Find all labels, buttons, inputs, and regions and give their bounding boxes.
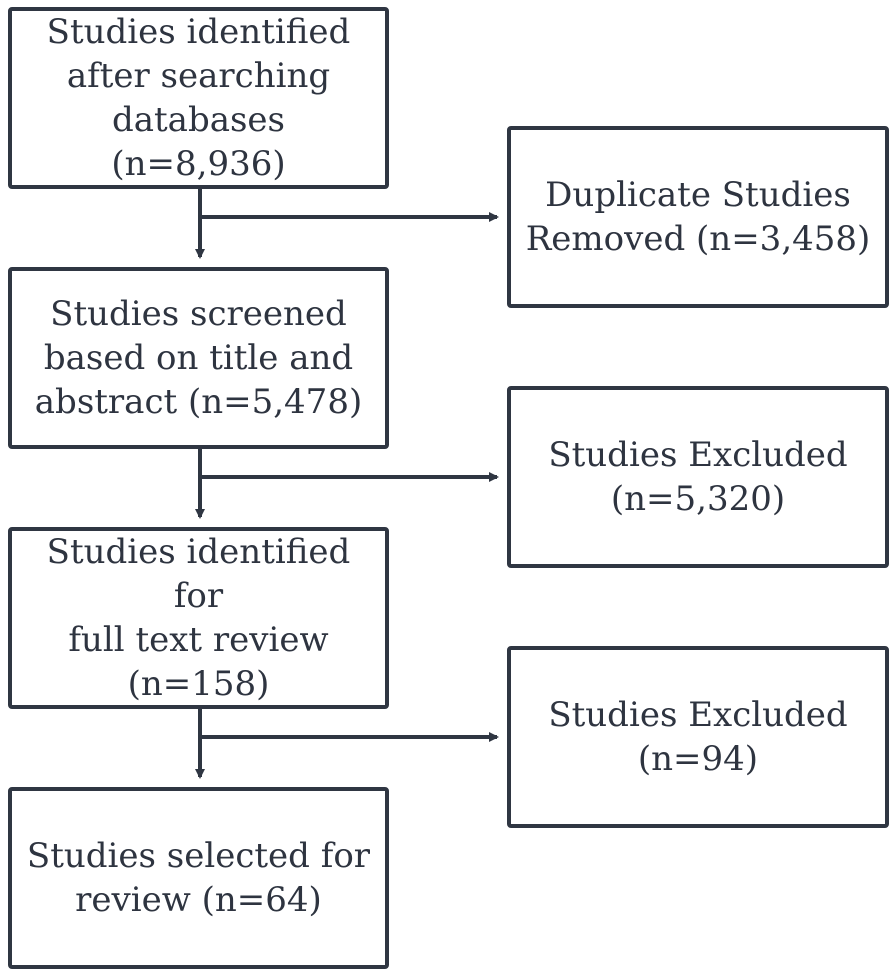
box-studies-screened-line-1: Studies screened bbox=[50, 294, 347, 334]
box-studies-screened: Studies screened based on title and abst… bbox=[8, 267, 389, 449]
box-studies-screened-line-3: abstract (n=5,478) bbox=[34, 382, 363, 422]
box-studies-identified-line-3: databases (n=8,936) bbox=[111, 100, 286, 184]
box-full-text-review-line-2: full text review bbox=[68, 620, 329, 660]
box-full-text-review: Studies identified for full text review … bbox=[8, 527, 389, 709]
box-studies-selected-line-1: Studies selected for bbox=[26, 836, 371, 876]
box-excluded-screening-line-1: Studies Excluded bbox=[548, 435, 848, 475]
box-studies-identified-line-2: after searching bbox=[66, 56, 331, 96]
box-excluded-screening: Studies Excluded (n=5,320) bbox=[507, 386, 889, 568]
box-excluded-full-text: Studies Excluded (n=94) bbox=[507, 646, 889, 828]
box-full-text-review-line-1: Studies identified for bbox=[46, 532, 351, 616]
box-duplicates-removed-line-2: Removed (n=3,458) bbox=[525, 219, 871, 259]
box-full-text-review-line-3: (n=158) bbox=[127, 664, 270, 704]
box-excluded-screening-line-2: (n=5,320) bbox=[610, 479, 786, 519]
box-excluded-full-text-line-1: Studies Excluded bbox=[548, 695, 848, 735]
box-studies-screened-line-2: based on title and bbox=[43, 338, 354, 378]
box-studies-selected-line-2: review (n=64) bbox=[75, 880, 322, 920]
box-duplicates-removed: Duplicate Studies Removed (n=3,458) bbox=[507, 126, 889, 308]
box-studies-identified-line-1: Studies identified bbox=[46, 12, 351, 52]
box-studies-selected: Studies selected for review (n=64) bbox=[8, 787, 389, 969]
box-studies-identified: Studies identified after searching datab… bbox=[8, 7, 389, 189]
box-duplicates-removed-line-1: Duplicate Studies bbox=[545, 175, 851, 215]
box-excluded-full-text-line-2: (n=94) bbox=[637, 739, 759, 779]
